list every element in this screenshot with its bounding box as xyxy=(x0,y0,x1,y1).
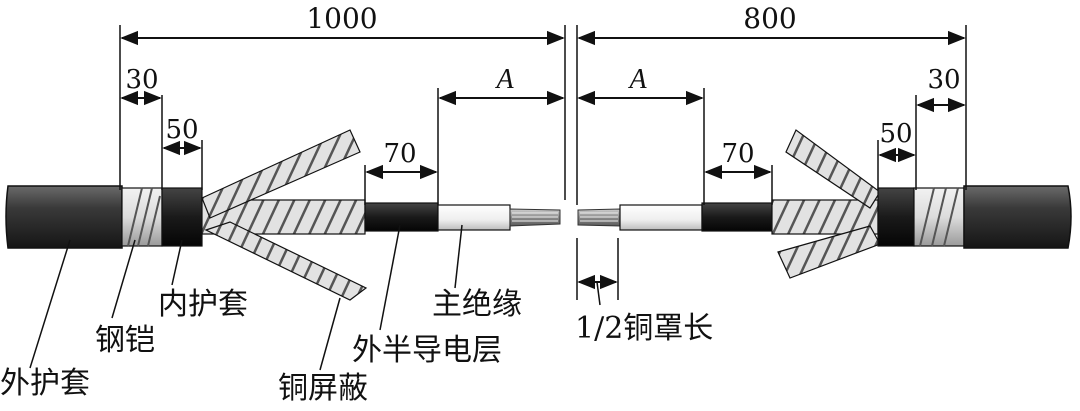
right-shield-strip-upper xyxy=(785,129,881,209)
label-inner-sheath: 内护套 xyxy=(158,287,248,322)
left-outer-sheath xyxy=(5,185,123,249)
leader-copper-shield xyxy=(319,297,341,371)
dimension-text: 1000 800 30 50 70 A A 70 50 30 xyxy=(125,2,960,169)
label-half-copper-cover: 1/2铜罩长 xyxy=(575,311,713,346)
dim-label-right-30: 30 xyxy=(927,65,960,95)
left-steel-armor xyxy=(121,187,163,247)
right-inner-sheath xyxy=(877,187,915,247)
left-outer-semicon xyxy=(364,202,439,232)
leader-inner-sheath xyxy=(171,239,183,286)
dim-label-left-A: A xyxy=(494,64,514,95)
right-main-insulation xyxy=(619,204,703,231)
label-main-insulation: 主绝缘 xyxy=(432,287,522,322)
leader-main-insulation xyxy=(454,224,463,289)
left-shield-strip-lower xyxy=(204,221,368,301)
callout-leaders xyxy=(29,224,463,371)
left-inner-sheath xyxy=(161,187,203,247)
right-outer-semicon xyxy=(701,202,773,232)
dim-label-right-70: 70 xyxy=(721,139,754,169)
left-dimensions xyxy=(119,25,566,205)
right-armor-stripes xyxy=(919,187,959,247)
label-outer-semicon: 外半导电层 xyxy=(352,333,502,368)
dim-label-1000: 1000 xyxy=(306,2,377,35)
right-conductor-strands xyxy=(580,212,618,222)
dim-label-800: 800 xyxy=(743,2,796,35)
label-copper-shield: 铜屏蔽 xyxy=(278,371,368,406)
dim-label-right-50: 50 xyxy=(879,119,912,149)
label-outer-sheath: 外护套 xyxy=(0,366,90,401)
right-outer-sheath xyxy=(963,185,1072,249)
right-dimensions xyxy=(576,25,967,306)
dim-label-left-50: 50 xyxy=(165,115,198,145)
leader-steel-armor xyxy=(111,239,136,319)
callout-labels: 外护套 钢铠 内护套 铜屏蔽 外半导电层 主绝缘 1/2铜罩长 xyxy=(0,287,713,406)
left-main-insulation xyxy=(437,204,511,231)
left-shield-strip-upper xyxy=(201,129,361,219)
label-steel-armor: 钢铠 xyxy=(95,323,155,358)
dim-label-left-70: 70 xyxy=(383,139,416,169)
dim-label-right-A: A xyxy=(627,64,647,95)
leader-outer-semicon xyxy=(379,224,401,331)
left-conductor-strands xyxy=(512,212,558,222)
leader-outer-sheath xyxy=(29,239,71,369)
left-armor-stripes xyxy=(127,187,161,247)
dim-label-left-30: 30 xyxy=(125,65,158,95)
right-cable xyxy=(577,129,1072,279)
left-cable xyxy=(5,129,561,301)
